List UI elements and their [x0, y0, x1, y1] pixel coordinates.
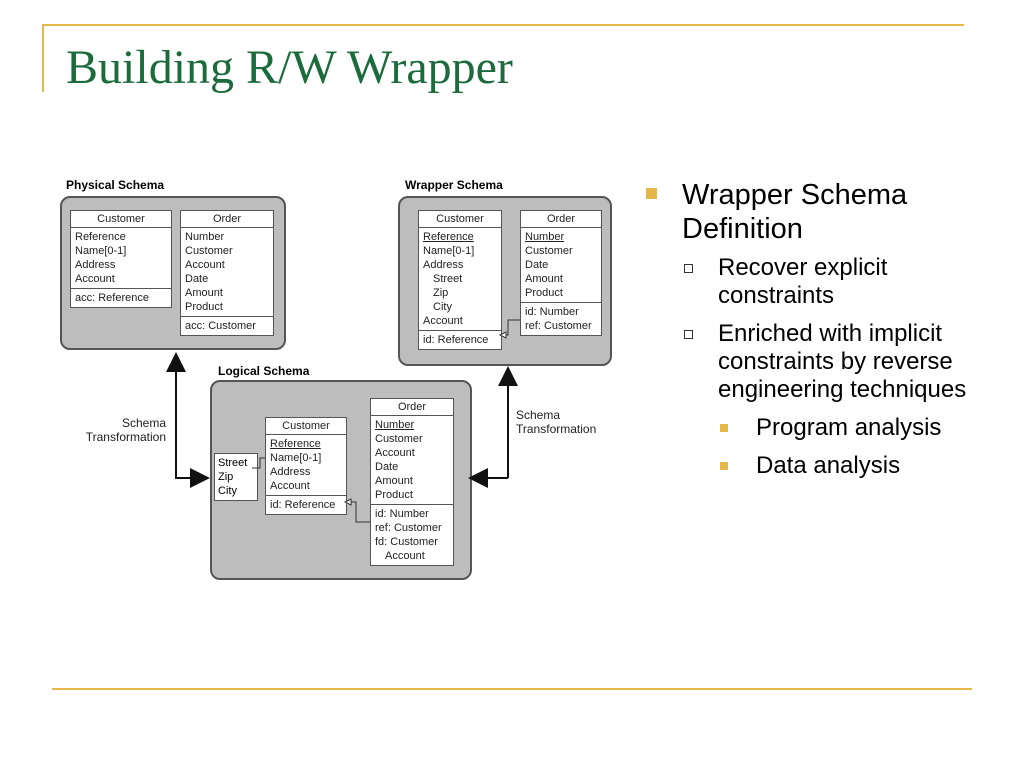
caption-line: Schema [516, 408, 561, 422]
table-row: Product [375, 489, 413, 501]
bullet-text: Program analysis [756, 414, 942, 441]
diagram-arrows [166, 319, 520, 523]
table-row: Name[0-1] [270, 452, 322, 464]
table-row: Account [270, 480, 310, 492]
bottom-rule [52, 688, 972, 690]
caption-line: Transformation [516, 422, 597, 436]
table-row: Customer [185, 245, 233, 257]
table-row: Account [375, 447, 415, 459]
bullet-text: Recover explicit constraints [718, 254, 888, 309]
bullet-list: Wrapper Schema Definition Recover explic… [640, 178, 980, 490]
wrapper-customer-table: Customer Reference Name[0-1] Address Str… [418, 210, 502, 350]
wrapper-ref-arrowhead [498, 331, 507, 339]
hollow-square-bullet-icon [684, 264, 693, 273]
table-row: Product [525, 287, 563, 299]
table-header: Customer [71, 211, 171, 228]
caption-line: Transformation [85, 430, 166, 444]
bullet-level2: Enriched with implicit constraints by re… [640, 320, 980, 404]
note-row: Zip [218, 471, 234, 483]
bullet-text: Wrapper Schema Definition [682, 179, 908, 245]
schema-transformation-right: Schema Transformation [516, 408, 596, 436]
table-row: Reference [75, 231, 126, 243]
table-footer: acc: Customer [181, 316, 273, 335]
table-row: Customer [525, 245, 573, 257]
physical-schema-label: Physical Schema [66, 178, 165, 192]
note-row: Street [218, 457, 248, 469]
table-row: Number [185, 231, 225, 243]
transform-arrow-up-left [166, 352, 208, 479]
table-row: Account [75, 273, 115, 285]
address-note: Street Zip City [214, 453, 258, 501]
table-row: City [433, 301, 452, 313]
top-rule [42, 24, 964, 26]
table-row: Address [75, 259, 116, 271]
bullet-level1: Wrapper Schema Definition [640, 178, 980, 246]
table-row: Street [433, 273, 463, 285]
table-footer: fd: Customer [375, 536, 438, 548]
table-header: Customer [266, 418, 346, 435]
schema-transformation-left: Schema Transformation [78, 416, 166, 444]
wrapper-order-table: Order Number Customer Date Amount Produc… [520, 210, 602, 336]
table-row: Customer [375, 433, 423, 445]
table-row: Amount [375, 475, 413, 487]
logical-schema-label: Logical Schema [218, 364, 310, 378]
table-row: Name[0-1] [423, 245, 475, 257]
table-row: Number [375, 419, 415, 431]
logical-ref-connector [345, 501, 370, 523]
table-row: Date [525, 259, 549, 271]
logical-order-table: Order Number Customer Account Date Amoun… [370, 398, 454, 566]
slide-title: Building R/W Wrapper [66, 41, 513, 94]
bullet-text: Data analysis [756, 452, 901, 479]
table-footer: ref: Customer [525, 320, 592, 332]
table-row: Date [375, 461, 399, 473]
table-row: Date [185, 273, 209, 285]
table-row: Product [185, 301, 223, 313]
table-header: Order [521, 211, 601, 228]
table-row: Number [525, 231, 565, 243]
physical-order-table: Order Number Customer Account Date Amoun… [180, 210, 274, 336]
physical-customer-table: Customer Reference Name[0-1] Address Acc… [70, 210, 172, 308]
table-header: Order [181, 211, 273, 228]
table-row: Reference [270, 438, 321, 450]
schema-diagram: Physical Schema Customer Reference Name[… [60, 170, 620, 590]
table-row: Name[0-1] [75, 245, 127, 257]
square-bullet-icon [720, 462, 728, 470]
table-row: Amount [185, 287, 223, 299]
square-bullet-icon [646, 188, 657, 199]
square-bullet-icon [720, 424, 728, 432]
table-footer: id: Reference [419, 330, 501, 349]
note-row: City [218, 485, 237, 497]
wrapper-schema-label: Wrapper Schema [405, 178, 503, 192]
table-header: Order [371, 399, 453, 416]
table-row: Address [423, 259, 464, 271]
table-footer: id: Reference [266, 495, 346, 514]
wrapper-ref-connector [500, 319, 520, 336]
table-footer: id: Number [525, 306, 579, 318]
table-footer: id: Number [375, 508, 429, 520]
bullet-level3: Program analysis [640, 414, 980, 442]
table-header: Customer [419, 211, 501, 228]
table-row: Zip [433, 287, 449, 299]
table-footer: ref: Customer [375, 522, 442, 534]
logical-customer-table: Customer Reference Name[0-1] Address Acc… [265, 417, 347, 515]
bullet-text: Enriched with implicit constraints by re… [718, 320, 967, 403]
table-row: Amount [525, 273, 563, 285]
hollow-square-bullet-icon [684, 330, 693, 339]
transform-arrow-right-left [175, 356, 210, 488]
left-rule [42, 24, 44, 92]
caption-line: Schema [121, 416, 166, 430]
logical-ref-arrowhead [343, 498, 352, 506]
table-row: Reference [423, 231, 474, 243]
table-row: Account [185, 259, 225, 271]
address-note-connector [252, 457, 265, 469]
table-footer: acc: Reference [71, 288, 171, 307]
table-footer: Account [385, 550, 425, 562]
bullet-level2: Recover explicit constraints [640, 254, 980, 310]
bullet-level3: Data analysis [640, 452, 980, 480]
table-row: Account [423, 315, 463, 327]
table-row: Address [270, 466, 311, 478]
